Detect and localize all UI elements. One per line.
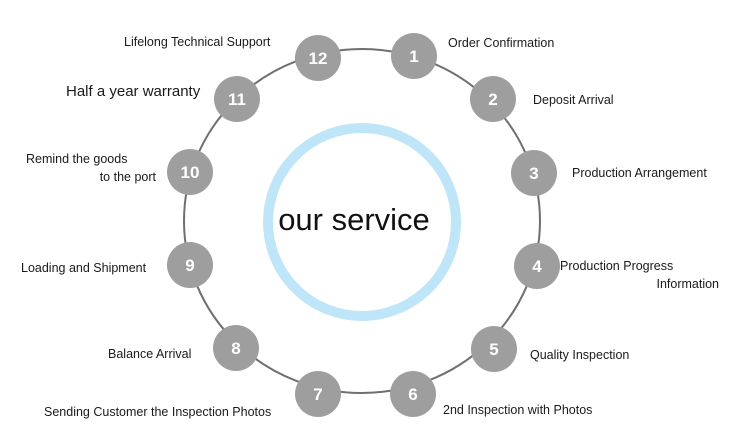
step-node-12	[295, 35, 341, 81]
step-number-10: 10	[181, 163, 200, 182]
step-node-9	[167, 242, 213, 288]
step-number-1: 1	[409, 47, 418, 66]
step-label-8: Balance Arrival	[108, 347, 192, 361]
step-node-3	[511, 150, 557, 196]
step-label-3: Production Arrangement	[572, 166, 707, 180]
step-label-9: Loading and Shipment	[21, 261, 147, 275]
step-number-2: 2	[488, 90, 497, 109]
step-node-10	[167, 149, 213, 195]
step-number-8: 8	[231, 339, 240, 358]
step-number-7: 7	[313, 385, 322, 404]
step-node-4	[514, 243, 560, 289]
center-ring	[263, 123, 461, 321]
step-node-5	[471, 326, 517, 372]
step-label-4: Production Progress Information	[560, 259, 719, 291]
step-node-2	[470, 76, 516, 122]
step-node-7	[295, 371, 341, 417]
step-label-6: 2nd Inspection with Photos	[443, 403, 593, 417]
step-node-8	[213, 325, 259, 371]
outer-ring	[183, 48, 541, 394]
step-number-6: 6	[408, 385, 417, 404]
step-node-11	[214, 76, 260, 122]
step-number-5: 5	[489, 340, 498, 359]
step-label-1: Order Confirmation	[448, 36, 555, 50]
step-number-4: 4	[532, 257, 542, 276]
step-node-1	[391, 33, 437, 79]
step-number-3: 3	[529, 164, 538, 183]
step-label-10: Remind the goods to the port	[26, 152, 156, 184]
center-title: our service	[278, 202, 430, 237]
step-label-7: Sending Customer the Inspection Photos	[44, 405, 272, 419]
step-number-12: 12	[309, 49, 328, 68]
step-label-12: Lifelong Technical Support	[124, 35, 271, 49]
step-label-11: Half a year warranty	[66, 83, 201, 100]
step-node-6	[390, 371, 436, 417]
step-label-2: Deposit Arrival	[533, 93, 614, 107]
step-number-11: 11	[228, 90, 246, 109]
step-number-9: 9	[185, 256, 194, 275]
step-label-5: Quality Inspection	[530, 348, 630, 362]
